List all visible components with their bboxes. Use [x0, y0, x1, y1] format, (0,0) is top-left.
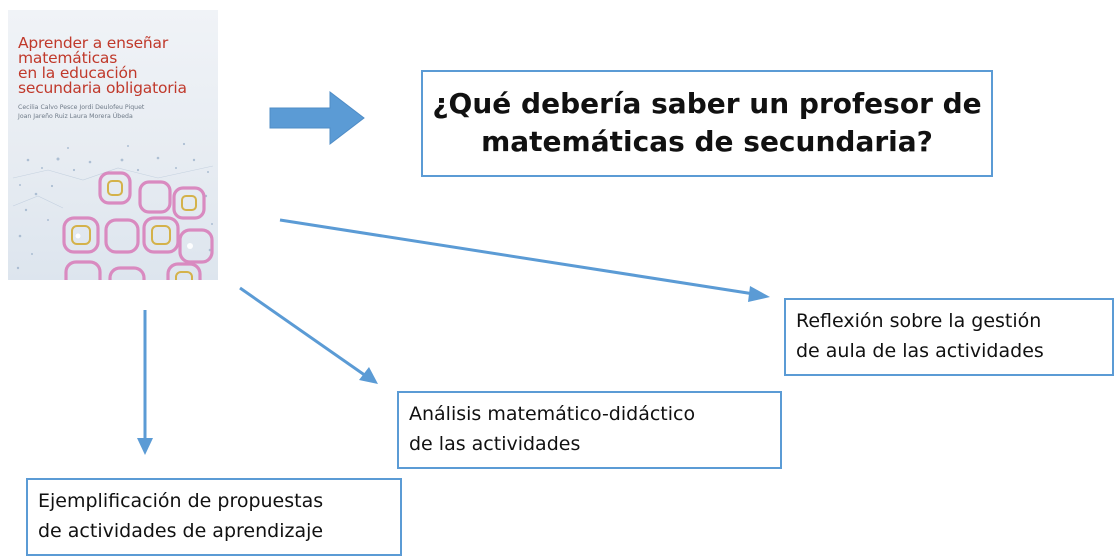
book-authors-line: Joan Jareño Ruiz Laura Morera Úbeda — [18, 113, 133, 120]
book-authors: Cecilia Calvo Pesce Jordi Deulofeu Pique… — [18, 103, 218, 121]
ejemplificacion-box: Ejemplificación de propuestas de activid… — [26, 478, 402, 556]
book-cover-art — [12, 142, 214, 280]
main-question-line: ¿Qué debería saber un profesor de — [432, 87, 982, 120]
book-title-line: Aprender a enseñar — [18, 34, 168, 52]
book-title-line: matemáticas — [18, 49, 118, 67]
arrow-to-ejemplificacion — [137, 310, 153, 455]
ejemplificacion-line: Ejemplificación de propuestas — [38, 490, 324, 512]
arrow-to-analisis — [239, 286, 378, 384]
book-title: Aprender a enseñar matemáticas en la edu… — [18, 34, 218, 97]
book-cover: Aprender a enseñar matemáticas en la edu… — [8, 10, 218, 280]
analisis-box: Análisis matemático-didáctico de las act… — [397, 391, 782, 469]
main-question-box: ¿Qué debería saber un profesor de matemá… — [421, 70, 993, 177]
arrow-to-reflexion — [279, 218, 770, 302]
book-title-line: secundaria obligatoria — [18, 79, 187, 97]
block-arrow-icon — [269, 90, 365, 146]
reflexion-line: Reflexión sobre la gestión — [796, 310, 1042, 332]
book-title-line: en la educación — [18, 64, 138, 82]
reflexion-box: Reflexión sobre la gestión de aula de la… — [784, 298, 1114, 376]
reflexion-line: de aula de las actividades — [796, 340, 1044, 362]
analisis-line: Análisis matemático-didáctico — [409, 403, 696, 425]
ejemplificacion-line: de actividades de aprendizaje — [38, 520, 324, 542]
analisis-line: de las actividades — [409, 433, 581, 455]
main-question-line: matemáticas de secundaria? — [481, 125, 933, 158]
book-authors-line: Cecilia Calvo Pesce Jordi Deulofeu Pique… — [18, 104, 145, 111]
